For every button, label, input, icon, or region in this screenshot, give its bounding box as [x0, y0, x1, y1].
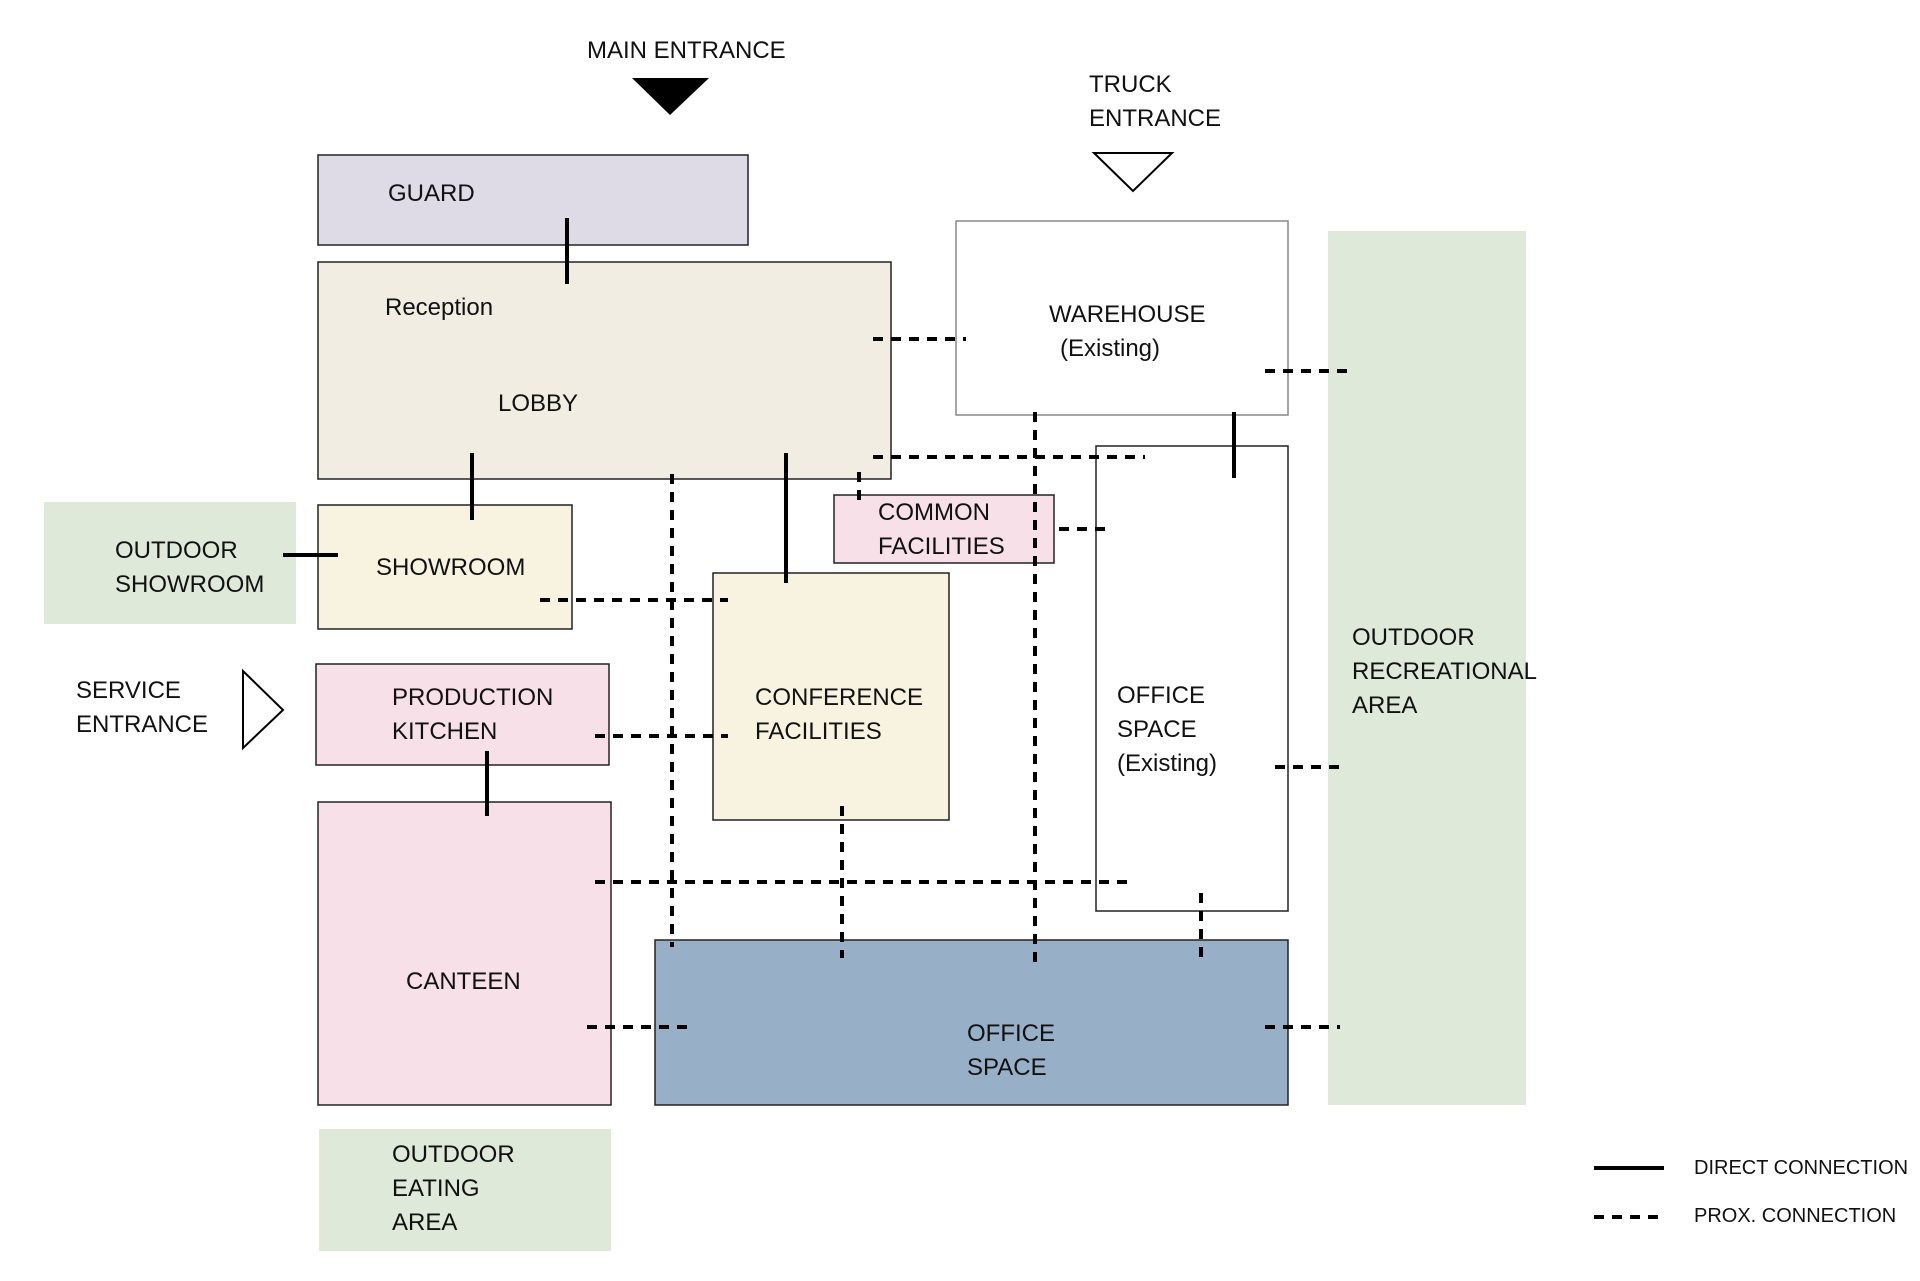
service-entrance-arrow-icon [242, 668, 285, 751]
outdoor-eating-area-block [319, 1129, 611, 1251]
warehouse-block [955, 220, 1289, 416]
outdoor-eating-area-label: OUTDOOR EATING AREA [392, 1141, 521, 1236]
common-facilities-block [833, 494, 1055, 564]
guard-block [317, 154, 749, 246]
outdoor-showroom-label: OUTDOOR SHOWROOM [115, 537, 264, 598]
main-entrance-label: MAIN ENTRANCE [587, 37, 786, 64]
outdoor-recreational-area-block [1328, 231, 1526, 1105]
warehouse-label: WAREHOUSE (Existing) [1049, 301, 1212, 362]
canteen-block [317, 801, 612, 1106]
office-space-existing-label: OFFICE SPACE (Existing) [1117, 682, 1217, 777]
guard-label: GUARD [388, 180, 475, 207]
reception-label: Reception [385, 294, 493, 321]
common-facilities-label: COMMON FACILITIES [878, 499, 1005, 560]
office-space-block [654, 939, 1289, 1106]
canteen-label: CANTEEN [406, 968, 521, 995]
legend-proximity-label: PROX. CONNECTION [1694, 1205, 1896, 1227]
outdoor-recreational-area-label: OUTDOOR RECREATIONAL AREA [1352, 624, 1543, 719]
truck-entrance-arrow-icon [1091, 152, 1175, 193]
legend-direct-label: DIRECT CONNECTION [1694, 1157, 1908, 1179]
conference-facilities-block [712, 572, 950, 821]
outdoor-showroom-block [44, 502, 296, 624]
office-space-label: OFFICE SPACE [967, 1020, 1062, 1081]
legend: DIRECT CONNECTION PROX. CONNECTION [1594, 1157, 1908, 1227]
office-space-existing-block [1095, 445, 1289, 912]
proximity-connections [540, 337, 1350, 1029]
main-entrance-arrow-icon [632, 78, 709, 115]
conference-facilities-label: CONFERENCE FACILITIES [755, 684, 930, 745]
production-kitchen-label: PRODUCTION KITCHEN [392, 684, 560, 745]
showroom-label: SHOWROOM [376, 554, 525, 581]
truck-entrance-label: TRUCK ENTRANCE [1089, 71, 1221, 132]
direct-connections [283, 218, 1236, 816]
production-kitchen-block [315, 663, 610, 766]
service-entrance-label: SERVICE ENTRANCE [76, 677, 208, 738]
lobby-block [317, 261, 892, 480]
showroom-block [317, 504, 573, 630]
lobby-label: LOBBY [498, 390, 578, 417]
